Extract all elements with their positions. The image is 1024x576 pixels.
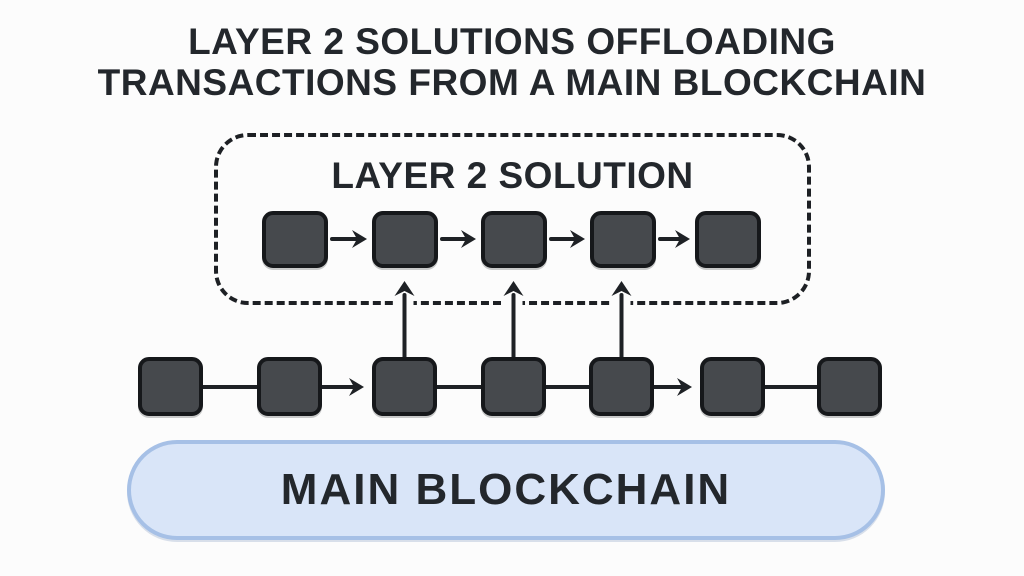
main-chain-block xyxy=(257,357,322,416)
title-line-2: TRANSACTIONS FROM A MAIN BLOCKCHAIN xyxy=(97,62,927,103)
main-chain-block xyxy=(817,357,882,416)
arrow-right-icon xyxy=(570,230,585,248)
main-chain-block xyxy=(589,357,654,416)
layer2-label: LAYER 2 SOLUTION xyxy=(331,155,694,196)
layer2-block xyxy=(262,211,328,268)
layer2-block xyxy=(590,211,656,268)
arrow-right-icon xyxy=(677,378,692,396)
arrow-right-icon xyxy=(675,230,690,248)
main-blockchain-label: MAIN BLOCKCHAIN xyxy=(280,465,732,514)
main-chain-block xyxy=(700,357,765,416)
layer2-block xyxy=(481,211,547,268)
arrow-up-icon xyxy=(611,281,632,296)
main-chain-block xyxy=(138,357,203,416)
layer2-block xyxy=(695,211,761,268)
arrow-up-icon xyxy=(503,281,524,296)
main-chain-block xyxy=(481,357,546,416)
arrow-up-icon xyxy=(394,281,415,296)
arrow-right-icon xyxy=(349,378,364,396)
arrow-right-icon xyxy=(461,230,476,248)
main-blockchain-pill: MAIN BLOCKCHAIN xyxy=(127,440,885,540)
arrow-right-icon xyxy=(352,230,367,248)
title-line-1: LAYER 2 SOLUTIONS OFFLOADING xyxy=(188,21,836,62)
main-chain-block xyxy=(372,357,437,416)
diagram-title: LAYER 2 SOLUTIONS OFFLOADING TRANSACTION… xyxy=(0,21,1024,103)
layer2-block xyxy=(372,211,438,268)
